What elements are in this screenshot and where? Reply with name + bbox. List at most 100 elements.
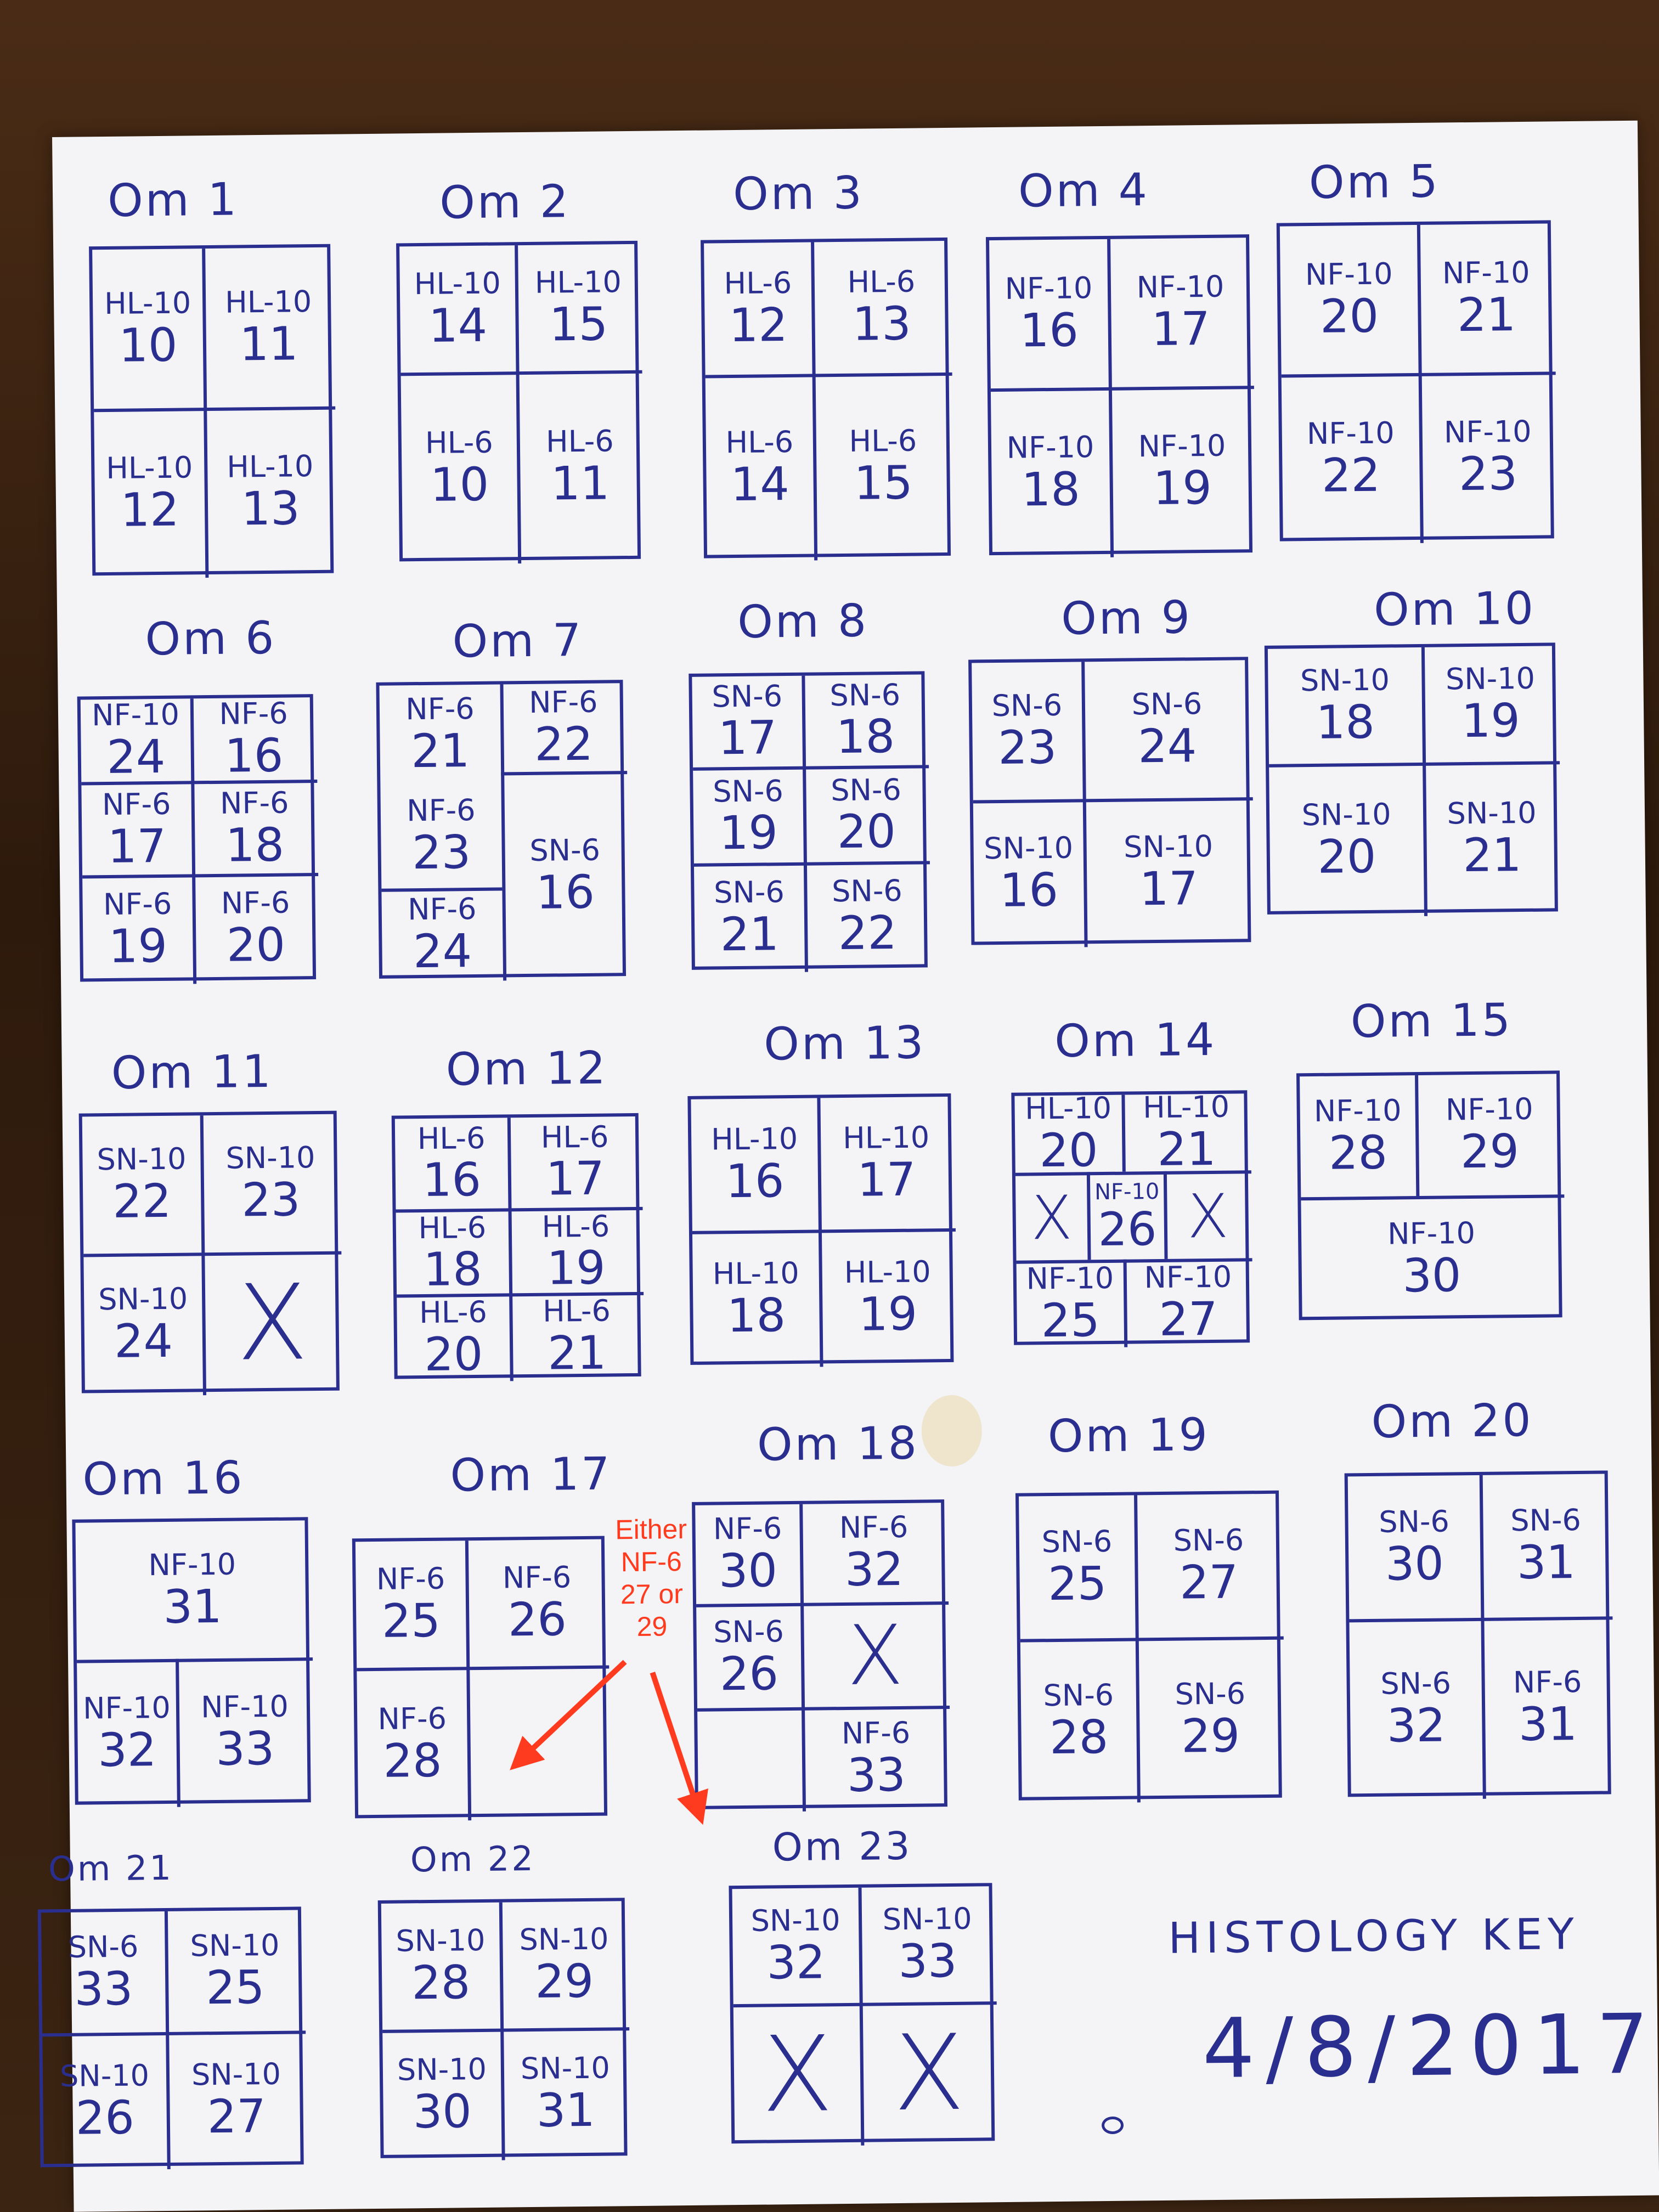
sheet-title: Om 6 — [145, 612, 276, 666]
sheet-title: Om 5 — [1308, 155, 1441, 210]
slide-cell: X — [1030, 1182, 1073, 1254]
sheet-title: Om 18 — [757, 1417, 919, 1471]
sheet-title: Om 17 — [450, 1448, 612, 1502]
sheet-title: Om 12 — [445, 1042, 608, 1096]
sheet-title: Om 1 — [107, 173, 239, 227]
arrow-left — [510, 1660, 627, 1770]
sheet-title: Om 19 — [1047, 1409, 1210, 1463]
sheet-title: Om 11 — [111, 1045, 274, 1099]
sheet-title: Om 4 — [1018, 164, 1150, 218]
sheet-title: Om 7 — [452, 614, 584, 668]
sheet-title: Om 14 — [1054, 1013, 1217, 1068]
sheet-title: Om 13 — [763, 1017, 926, 1071]
slide-cell: X — [892, 2012, 966, 2135]
sheet-title: Om 10 — [1373, 582, 1536, 636]
sheet-title: Om 3 — [732, 167, 865, 221]
slide-cell: X — [760, 2013, 834, 2136]
slide-cell: X — [235, 1262, 309, 1384]
stain — [921, 1395, 983, 1467]
key-title: HISTOLOGY KEY — [1168, 1910, 1580, 1963]
ink-dot — [1101, 2116, 1124, 2135]
